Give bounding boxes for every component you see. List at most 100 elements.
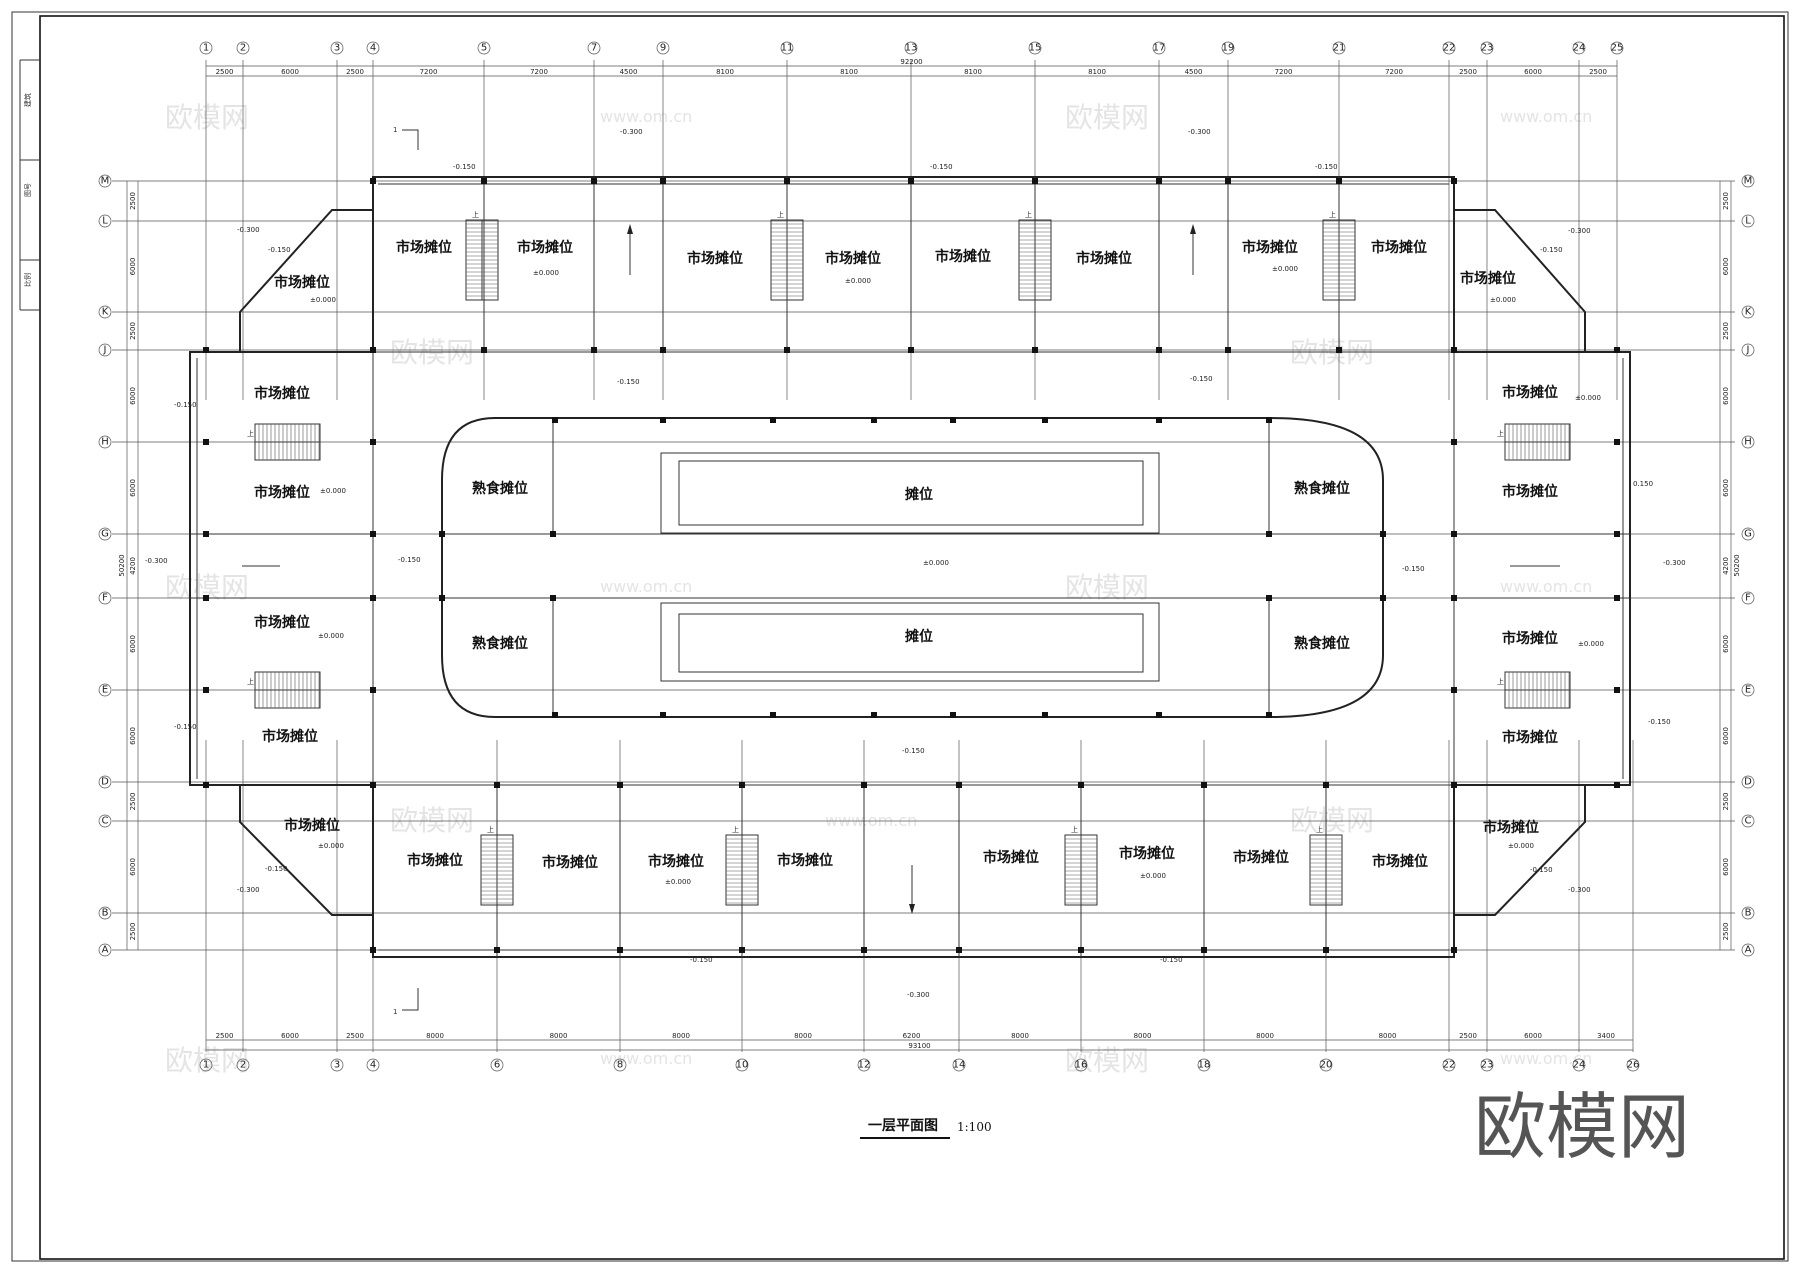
axis-label: G [101,529,109,540]
axis-bubble [1442,1058,1456,1072]
stair-up-mark: 上 [247,429,254,438]
axis-bubble [780,41,794,55]
axis-bubble [1741,906,1755,920]
structural-column [203,782,209,788]
structural-column [1156,347,1162,353]
structural-column [552,712,558,718]
structural-column [660,712,666,718]
level-mark: -0.150 [174,723,197,731]
structural-column [1451,947,1457,953]
structural-column [1380,595,1386,601]
columns-layer [203,178,1620,953]
level-mark: ±0.000 [1508,842,1534,850]
room-label-cooked-food: 熟食摊位 [1294,635,1350,652]
axis-bubble [366,1058,380,1072]
dimension-label: 2500 [346,68,364,76]
structural-column [1451,439,1457,445]
structural-column [552,417,558,423]
structural-column [1225,178,1231,184]
axis-label: A [1745,945,1752,956]
room-label-cooked-food: 熟食摊位 [472,480,528,497]
watermark: 欧模网 [1065,101,1149,134]
axis-bubble [1572,1058,1586,1072]
dimension-label: 8000 [794,1032,812,1040]
axis-bubble [857,1058,871,1072]
dimension-label: 6000 [1722,635,1730,653]
watermark-url: www.om.cn [1500,107,1592,126]
structural-column [1614,439,1620,445]
structural-column [950,417,956,423]
axis-bubble [98,214,112,228]
structural-column [739,782,745,788]
drawing-frame [39,15,1785,1260]
room-label-cooked-food: 熟食摊位 [1294,480,1350,497]
dimension-label: 2500 [129,793,137,811]
watermark: 欧模网 [1065,571,1149,604]
dimension-label: 6000 [129,387,137,405]
structural-column [871,712,877,718]
structural-column [1042,417,1048,423]
axis-label: 25 [1611,43,1624,54]
structural-column [784,178,790,184]
room-label-market-stall: 市场摊位 [1242,239,1298,256]
room-label-market-stall: 市场摊位 [1076,250,1132,267]
axis-label: 16 [1075,1060,1088,1071]
structural-column [1156,417,1162,423]
axis-bubble [98,591,112,605]
drawing-scale: 1:100 [957,1120,992,1134]
axis-label: 11 [781,43,794,54]
axis-bubble [98,943,112,957]
room-label-market-stall: 市场摊位 [1119,845,1175,862]
structural-column [1614,531,1620,537]
dimension-label: 2500 [346,1032,364,1040]
dimension-label: 8100 [1088,68,1106,76]
dimension-label: 8100 [716,68,734,76]
structural-column [739,947,745,953]
structural-column [871,417,877,423]
dimension-label: 8000 [1011,1032,1029,1040]
structural-column [550,531,556,537]
axis-bubble [904,41,918,55]
watermark-url: www.om.cn [825,811,917,830]
structural-column [956,947,962,953]
structural-column [1156,178,1162,184]
axis-bubble [1442,41,1456,55]
axis-label: 24 [1573,1060,1586,1071]
structural-column [203,531,209,537]
structural-column [956,782,962,788]
level-mark: -0.300 [620,128,643,136]
structural-column [439,595,445,601]
axis-bubble [1741,343,1755,357]
axis-label: 4 [370,43,376,54]
axis-label: 15 [1029,43,1042,54]
room-label-market-stall: 市场摊位 [1502,384,1558,401]
dimension-label: 2500 [1589,68,1607,76]
axis-bubble [1741,591,1755,605]
axis-label: 1 [203,43,209,54]
axis-bubble [98,435,112,449]
axis-label: A [102,945,109,956]
level-mark: -0.150 [1648,718,1671,726]
axis-bubble [1626,1058,1640,1072]
dimension-label: 2500 [216,1032,234,1040]
axis-label: F [1745,593,1751,604]
axis-bubble [656,41,670,55]
dimension-label: 7200 [420,68,438,76]
structural-column [203,347,209,353]
structural-column [908,178,914,184]
structural-column [1336,347,1342,353]
dimension-label: 6000 [129,858,137,876]
axis-label: C [102,816,109,827]
structural-column [1156,712,1162,718]
level-mark: -0.150 [617,378,640,386]
structural-column [1451,595,1457,601]
axis-bubble [98,814,112,828]
structural-column [481,178,487,184]
axis-bubble [1221,41,1235,55]
dimension-label: 2500 [1722,923,1730,941]
axis-bubble [98,305,112,319]
level-mark: -0.300 [907,991,930,999]
level-mark: ±0.000 [845,277,871,285]
axis-bubble [366,41,380,55]
